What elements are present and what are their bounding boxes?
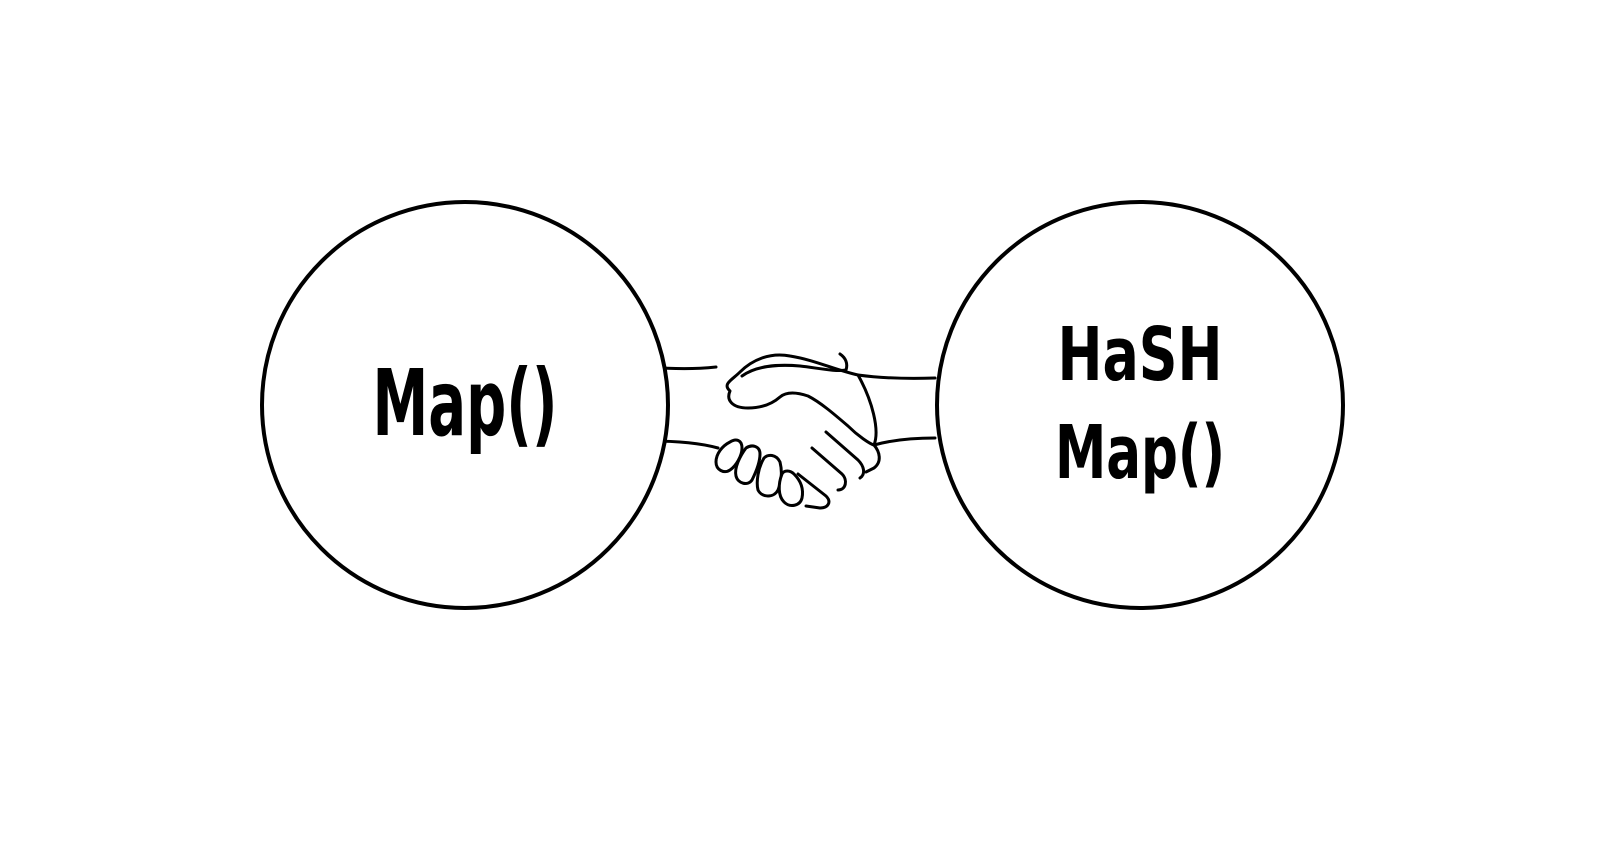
handshake-icon	[648, 352, 937, 510]
left-node: Map()	[260, 200, 670, 610]
left-node-label: Map()	[373, 350, 558, 457]
right-hand-outline	[725, 353, 878, 447]
right-hand-finger-line-2	[810, 446, 847, 492]
left-hand-finger-1	[714, 438, 744, 474]
right-node: HaSH Map()	[935, 200, 1345, 610]
right-node-label-line2: Map()	[1055, 410, 1225, 496]
right-hand-palm-bottom	[864, 443, 881, 474]
right-hand-thumb-line	[740, 352, 849, 378]
right-node-circle	[935, 200, 1345, 610]
left-hand-finger-4	[777, 469, 804, 507]
left-node-circle	[260, 200, 670, 610]
left-hand-finger-3	[755, 453, 783, 498]
right-node-label-line1: HaSH	[1058, 312, 1223, 398]
right-arm-upper-line	[856, 373, 937, 380]
right-arm-lower-line	[872, 436, 937, 447]
right-hand-finger-line-1	[824, 430, 866, 480]
left-hand-finger-2	[734, 444, 762, 485]
right-hand-finger-line-3	[796, 472, 831, 510]
